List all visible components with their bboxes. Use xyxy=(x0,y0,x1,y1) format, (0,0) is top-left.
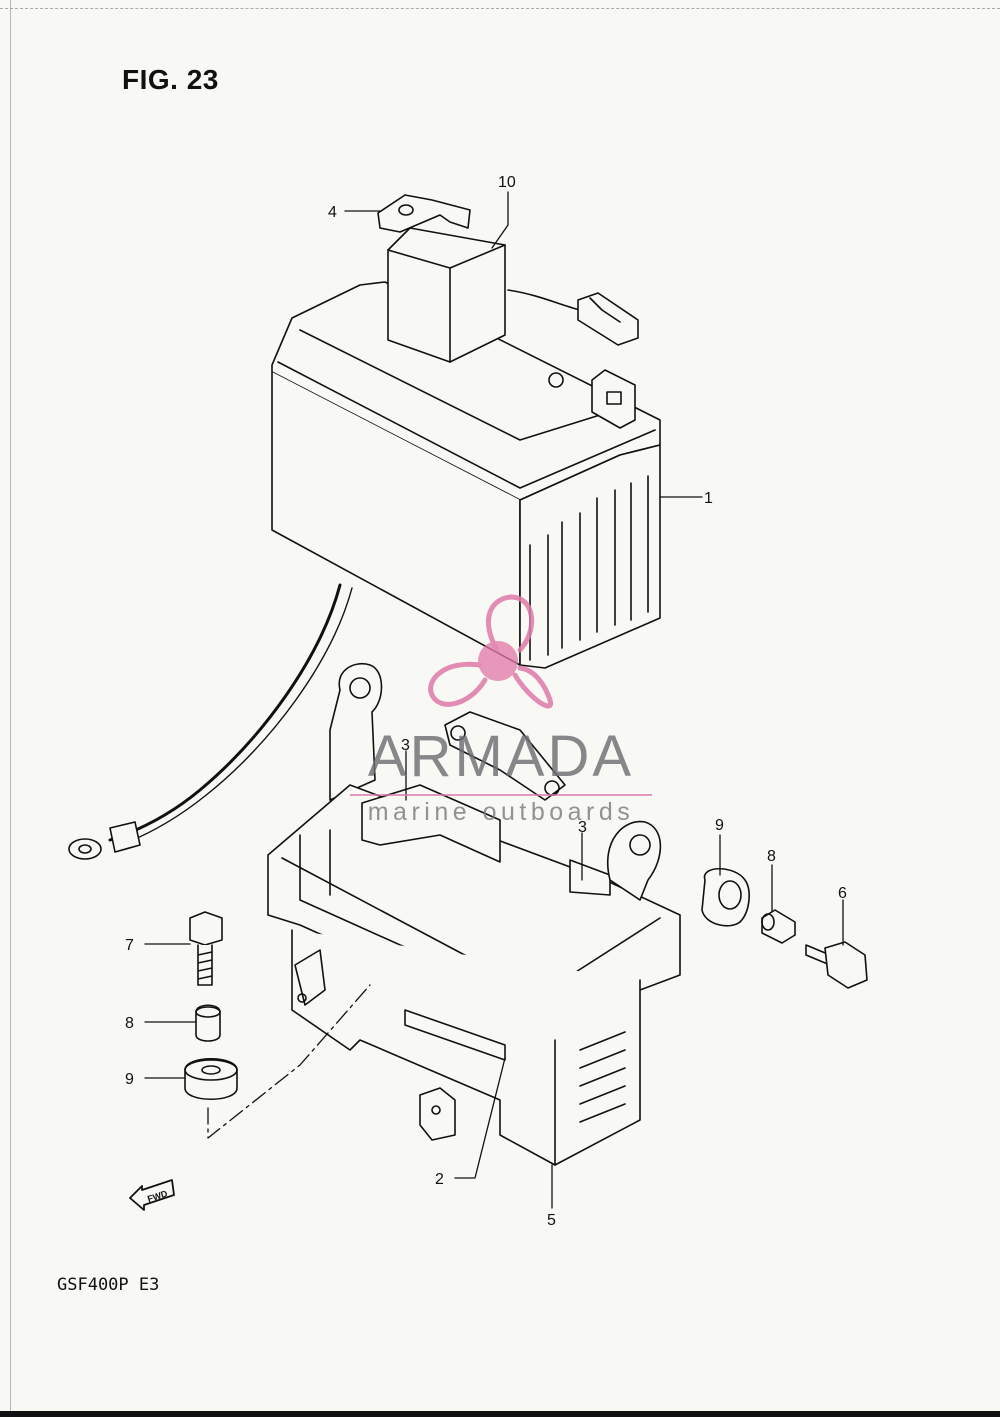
bolt-7-part xyxy=(189,911,223,986)
battery-part xyxy=(68,281,661,860)
figure-title: FIG. 23 xyxy=(122,64,219,95)
propeller-logo-icon xyxy=(428,594,554,709)
callout-9b: 9 xyxy=(125,1071,134,1088)
callout-10: 10 xyxy=(498,174,516,191)
callout-5: 5 xyxy=(547,1212,556,1229)
collar-left-part xyxy=(195,1004,221,1042)
callout-labels: 1 2 3 3 4 5 6 7 8 8 9 9 10 xyxy=(125,174,847,1229)
scan-edge-bottom xyxy=(0,1411,1000,1417)
callout-2: 2 xyxy=(435,1171,444,1188)
collar-right-part xyxy=(761,909,796,944)
scan-edge-left xyxy=(10,0,11,1417)
grommet-left-part xyxy=(184,1057,238,1101)
relay-box-part xyxy=(387,227,639,363)
bolt-6-part xyxy=(805,941,868,989)
callout-3a: 3 xyxy=(401,737,410,754)
callout-3b: 3 xyxy=(578,819,587,836)
model-code: GSF400P E3 xyxy=(57,1275,160,1295)
grommet-right-part xyxy=(701,868,750,927)
callout-8a: 8 xyxy=(767,848,776,865)
fwd-arrow-icon: FWD xyxy=(129,1179,175,1211)
callout-4: 4 xyxy=(328,204,337,221)
leader-lines xyxy=(144,191,844,1209)
callout-1: 1 xyxy=(704,490,713,507)
battery-tray-part xyxy=(267,663,681,1166)
scan-edge-top xyxy=(0,8,1000,9)
callout-6: 6 xyxy=(838,885,847,902)
bracket-part xyxy=(377,194,471,233)
watermark-brand: ARMADA xyxy=(367,724,635,789)
watermark-tagline: marine outboards xyxy=(367,798,635,826)
callout-9a: 9 xyxy=(715,817,724,834)
callout-8b: 8 xyxy=(125,1015,134,1032)
watermark-rule xyxy=(350,794,652,796)
callout-7: 7 xyxy=(125,937,134,954)
